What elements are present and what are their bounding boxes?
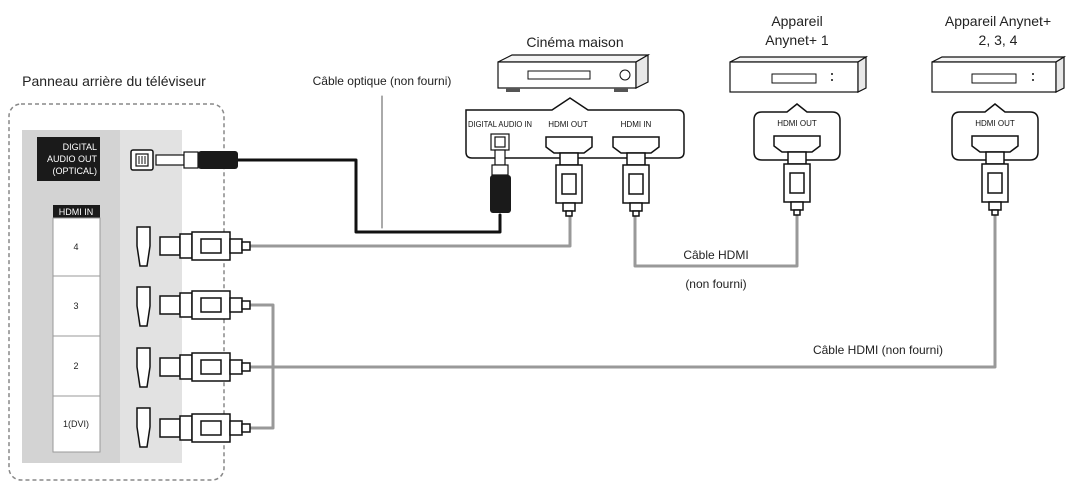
anynet234-hdmi-out-label: HDMI OUT bbox=[975, 119, 1015, 128]
anynet234-title-line1: Appareil Anynet+ bbox=[945, 13, 1051, 29]
tv-panel-title: Panneau arrière du téléviseur bbox=[22, 73, 206, 89]
anynet1-title-line1: Appareil bbox=[771, 13, 822, 29]
hdmi-socket-2 bbox=[136, 347, 151, 388]
hdmi-in-header: HDMI IN bbox=[59, 207, 94, 217]
anynet234-hdmi-socket bbox=[971, 135, 1019, 153]
hdmi-plug-home-theater-out bbox=[555, 152, 583, 217]
anynet1-hdmi-out-label: HDMI OUT bbox=[777, 119, 817, 128]
hdmi-in-header-box bbox=[53, 205, 100, 218]
home-theater: Cinéma maison DIGITAL AUDIO IN HDMI OUT … bbox=[465, 34, 685, 159]
anynet1-hdmi-socket bbox=[773, 135, 821, 153]
hdmi-cable-4 bbox=[248, 212, 572, 248]
optical-out-port bbox=[130, 149, 154, 171]
anynet-device-234: Appareil Anynet+ 2, 3, 4 HDMI OUT bbox=[931, 13, 1067, 161]
hdmi-plug-tv-1 bbox=[159, 413, 251, 443]
hdmi-plug-home-theater-in bbox=[622, 152, 650, 217]
home-theater-title: Cinéma maison bbox=[526, 34, 623, 50]
tv-rear-panel: Panneau arrière du téléviseur DIGITAL AU… bbox=[8, 73, 225, 481]
hdmi-cable-2 bbox=[248, 212, 997, 369]
hdmi-port-1-label: 1(DVI) bbox=[63, 419, 89, 429]
hdmi-port-labels: 4 3 2 1(DVI) bbox=[52, 217, 101, 453]
hdmi-port-3-label: 3 bbox=[73, 301, 78, 311]
hdmi-cable-label-1: Câble HDMI bbox=[683, 248, 748, 262]
digital-audio-out-label-1: DIGITAL bbox=[63, 142, 97, 152]
digital-audio-out-box bbox=[37, 137, 100, 181]
anynet234-title-line2: 2, 3, 4 bbox=[979, 32, 1018, 48]
home-theater-hdmi-in-label: HDMI IN bbox=[621, 120, 652, 129]
hdmi-cable-label-2: Câble HDMI (non fourni) bbox=[813, 343, 943, 357]
hdmi-plugs-tv bbox=[159, 231, 251, 443]
anynet1-title-line2: Anynet+ 1 bbox=[765, 32, 829, 48]
hdmi-port-4-label: 4 bbox=[73, 242, 78, 252]
hdmi-plug-anynet234 bbox=[981, 151, 1009, 216]
digital-audio-in-label: DIGITAL AUDIO IN bbox=[468, 120, 532, 129]
hdmi-sockets bbox=[136, 226, 151, 448]
anynet1-device-body bbox=[729, 55, 869, 93]
hdmi-cable-anynet1 bbox=[633, 212, 799, 268]
home-theater-hdmi-out-label: HDMI OUT bbox=[548, 120, 588, 129]
optical-in-port bbox=[490, 133, 510, 151]
digital-audio-out-label-3: (OPTICAL) bbox=[52, 166, 97, 176]
home-theater-hdmi-out-socket bbox=[545, 136, 593, 154]
hdmi-plug-tv-3 bbox=[159, 290, 251, 320]
hdmi-socket-1 bbox=[136, 407, 151, 448]
hdmi-port-2-label: 2 bbox=[73, 361, 78, 371]
hdmi-cable-label-1-sub: (non fourni) bbox=[685, 277, 746, 291]
hdmi-socket-3 bbox=[136, 286, 151, 327]
home-theater-device bbox=[497, 53, 651, 92]
cable-lines bbox=[236, 95, 997, 430]
anynet234-device-body bbox=[931, 55, 1067, 93]
hdmi-socket-4 bbox=[136, 226, 151, 267]
optical-cable bbox=[236, 158, 502, 234]
digital-audio-out-label-2: AUDIO OUT bbox=[47, 154, 98, 164]
anynet-device-1: Appareil Anynet+ 1 HDMI OUT bbox=[729, 13, 869, 161]
hdmi-plug-tv-2 bbox=[159, 352, 251, 382]
hdmi-plug-tv-4 bbox=[159, 231, 251, 261]
hdmi-plug-anynet1 bbox=[783, 151, 811, 216]
home-theater-hdmi-in-socket bbox=[612, 136, 660, 154]
optical-plug-home-theater bbox=[490, 149, 511, 213]
hdmi-loop-3-1 bbox=[248, 303, 275, 430]
optical-plug-tv bbox=[155, 151, 238, 169]
optical-cable-label: Câble optique (non fourni) bbox=[313, 74, 452, 88]
